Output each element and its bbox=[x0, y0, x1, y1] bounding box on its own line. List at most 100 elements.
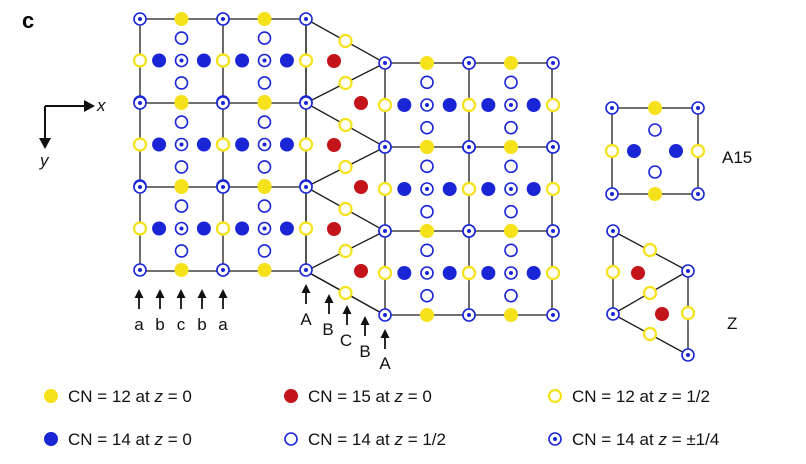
cn14-z-half-atom bbox=[504, 159, 518, 174]
cn14-z-quarter-dot bbox=[262, 226, 267, 231]
cn12-z-half-atom bbox=[461, 265, 477, 281]
cn12-z0-atom bbox=[257, 96, 272, 110]
layer-label: A bbox=[300, 310, 312, 329]
cn14-z0-atom bbox=[442, 98, 457, 112]
cn12-z0-atom bbox=[44, 389, 58, 403]
cn14-z0-atom bbox=[397, 98, 412, 112]
cn14-z0-atom bbox=[526, 98, 541, 112]
cn14-z-quarter-dot bbox=[509, 187, 513, 191]
legend: CN = 12 at z = 0 CN = 15 at z = 0 CN = 1… bbox=[44, 387, 719, 449]
y-axis-label: y bbox=[39, 151, 50, 170]
cn14-z0-atom bbox=[669, 144, 683, 158]
cn14-z0-atom bbox=[152, 221, 167, 236]
layer-arrow-head bbox=[342, 305, 352, 314]
cn14-z0-atom bbox=[152, 53, 167, 68]
cn12-z0-atom bbox=[257, 263, 272, 277]
cn14-z-half-atom bbox=[504, 288, 518, 303]
cn12-z-half-atom bbox=[132, 221, 148, 236]
cn12-z0-atom bbox=[648, 101, 662, 115]
cn14-z-half-atom bbox=[420, 204, 434, 219]
cn14-z0-atom bbox=[481, 98, 496, 112]
cn14-z-quarter-dot bbox=[383, 313, 387, 317]
a15-label: A15 bbox=[722, 148, 752, 167]
cn15-z0-atom bbox=[655, 307, 669, 321]
cn12-z0-atom bbox=[174, 180, 189, 194]
cn14-z0-atom bbox=[397, 266, 412, 280]
cn14-z-quarter-dot bbox=[686, 269, 690, 273]
cn12-z0-atom bbox=[504, 308, 518, 322]
cn14-z-quarter-dot bbox=[304, 268, 308, 272]
legend-text: CN = 15 at z = 0 bbox=[308, 387, 432, 406]
cn14-z0-atom bbox=[481, 182, 496, 196]
layer-arrows bbox=[134, 284, 390, 349]
cn15-z0-atom bbox=[327, 54, 341, 68]
cn14-z-quarter-dot bbox=[304, 17, 308, 21]
cn14-z0-atom bbox=[279, 137, 294, 152]
cn14-z-quarter-dot bbox=[610, 192, 614, 196]
layer-arrow-head bbox=[360, 316, 370, 325]
cn14-z-half-atom bbox=[257, 31, 272, 45]
cn12-z-half-atom bbox=[215, 53, 231, 68]
legend-text: CN = 12 at z = 1/2 bbox=[572, 387, 710, 406]
cn14-z0-atom bbox=[627, 144, 641, 158]
cn14-z0-atom bbox=[279, 53, 294, 68]
cn14-z-half-atom bbox=[420, 120, 434, 135]
cn14-z0-atom bbox=[196, 53, 211, 68]
cn12-z-half-atom bbox=[461, 181, 477, 197]
cn14-z-quarter-dot bbox=[138, 185, 142, 189]
layer-arrow-head bbox=[218, 289, 228, 298]
cn12-z0-atom bbox=[648, 187, 662, 201]
cn14-z-quarter-dot bbox=[304, 185, 308, 189]
cn12-z0-atom bbox=[420, 308, 434, 322]
cn12-z-half-atom bbox=[338, 243, 353, 259]
cn14-z-half-atom bbox=[504, 204, 518, 219]
cn14-z-quarter-dot bbox=[179, 58, 184, 63]
cn12-z-half-atom bbox=[545, 97, 561, 113]
cn15-z0-atom bbox=[284, 389, 298, 403]
layer-label: B bbox=[359, 342, 370, 361]
cn12-z-half-atom bbox=[298, 137, 314, 152]
cn14-z-half-atom bbox=[648, 123, 662, 137]
cn14-z-half-atom bbox=[257, 115, 272, 129]
cn12-z-half-atom bbox=[298, 53, 314, 68]
cn14-z-quarter-dot bbox=[611, 229, 615, 233]
cn14-z-quarter-dot bbox=[611, 312, 615, 316]
cn12-z-half-atom bbox=[642, 285, 658, 301]
z-label: Z bbox=[727, 314, 737, 333]
cn12-z-half-atom bbox=[338, 201, 353, 217]
layer-label: C bbox=[340, 331, 352, 350]
cn14-z0-atom bbox=[526, 266, 541, 280]
cn14-z-half-atom bbox=[257, 199, 272, 213]
layer-label: a bbox=[134, 315, 144, 334]
cn14-z-quarter-dot bbox=[551, 313, 555, 317]
panel-label: c bbox=[22, 8, 34, 33]
cn12-z0-atom bbox=[257, 180, 272, 194]
legend-text: CN = 12 at z = 0 bbox=[68, 387, 192, 406]
cn14-z-quarter-dot bbox=[509, 271, 513, 275]
cn14-z-quarter-dot bbox=[551, 145, 555, 149]
layer-arrow-head bbox=[324, 294, 334, 303]
cn14-z0-atom bbox=[196, 221, 211, 236]
cn12-z0-atom bbox=[504, 140, 518, 154]
cn14-z-quarter-dot bbox=[467, 313, 471, 317]
cn14-z0-atom bbox=[526, 182, 541, 196]
cn14-z-quarter-dot bbox=[551, 229, 555, 233]
layer-arrow-head bbox=[134, 289, 144, 298]
cn14-z-half-atom bbox=[284, 432, 298, 446]
cn14-z-half-atom bbox=[257, 160, 272, 174]
cn14-z-quarter-dot bbox=[467, 145, 471, 149]
cn15-z0-atom bbox=[631, 266, 645, 280]
cn12-z-half-atom bbox=[545, 265, 561, 281]
cn14-z-half-atom bbox=[420, 243, 434, 258]
layer-label: B bbox=[322, 320, 333, 339]
cn14-z0-atom bbox=[397, 182, 412, 196]
legend-text: CN = 14 at z = 1/2 bbox=[308, 430, 446, 449]
cn14-z-quarter-dot bbox=[221, 17, 225, 21]
cn14-z-half-atom bbox=[174, 160, 189, 174]
cn14-z-half-atom bbox=[504, 75, 518, 90]
cn12-z-half-atom bbox=[338, 159, 353, 175]
cn14-z-quarter-dot bbox=[138, 268, 142, 272]
cn12-z0-atom bbox=[257, 12, 272, 26]
cn12-z-half-atom bbox=[461, 97, 477, 113]
